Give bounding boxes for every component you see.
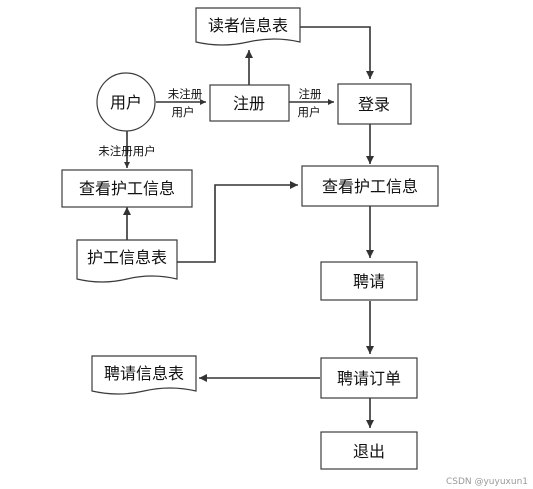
view-nurse-right-box (301, 165, 439, 207)
edge-label-unregistered-2: 用户 (172, 105, 195, 119)
login-label: 登录 (358, 95, 390, 114)
edge-nurse-table-to-view-right (177, 181, 298, 263)
user-label: 用户 (110, 93, 142, 112)
reader-table-label: 读者信息表 (208, 16, 288, 35)
edge-label-unregistered-1: 未注册 (168, 87, 203, 101)
exit-label: 退出 (353, 442, 385, 461)
hire-box (320, 261, 418, 301)
view-nurse-left-box (61, 169, 193, 208)
view-nurse-right-label: 查看护工信息 (322, 177, 418, 196)
watermark: CSDN @yuyuxun1 (446, 477, 528, 487)
login-box (337, 83, 412, 125)
register-box (209, 84, 290, 122)
hire-table-label: 聘请信息表 (104, 364, 184, 383)
register-label: 注册 (233, 94, 265, 113)
nurse-table-label: 护工信息表 (87, 248, 167, 267)
hire-label: 聘请 (353, 272, 385, 291)
nurse-table-shape (76, 239, 178, 283)
exit-box (320, 431, 418, 470)
reader-table-shape (195, 7, 301, 46)
hire-order-label: 聘请订单 (337, 369, 401, 388)
edge-label-unregistered-user: 未注册用户 (98, 144, 156, 158)
edge-reader-table-to-login (300, 26, 374, 79)
hire-order-box (320, 357, 418, 399)
edge-label-registered-1: 注册 (299, 87, 322, 101)
view-nurse-left-label: 查看护工信息 (79, 179, 175, 198)
hire-table-shape (91, 355, 197, 395)
user-circle (96, 72, 156, 132)
edge-label-registered-2: 用户 (298, 105, 321, 119)
